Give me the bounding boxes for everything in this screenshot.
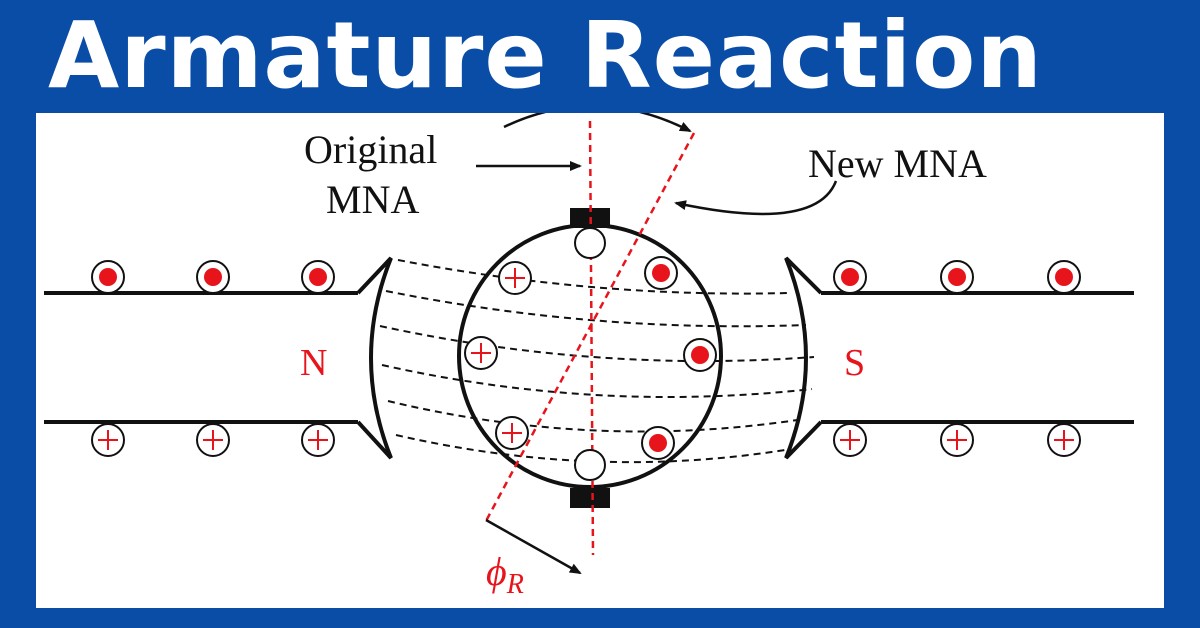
south-pole	[784, 256, 1134, 460]
diagram-panel: Original MNA New MNA N S ϕR	[36, 113, 1164, 608]
conductor-cross	[940, 423, 974, 457]
original-mna-line	[588, 120, 595, 556]
conductor-cross	[464, 336, 498, 370]
new-mna-label: New MNA	[808, 141, 987, 186]
north-pole	[44, 256, 393, 460]
conductor-cross	[91, 423, 125, 457]
conductor-cross	[495, 416, 529, 450]
conductor-empty-top	[574, 227, 606, 259]
new-mna-line	[484, 132, 696, 522]
conductor-dot	[644, 256, 678, 290]
conductor-cross	[196, 423, 230, 457]
conductor-cross	[833, 423, 867, 457]
conductor-dot	[833, 260, 867, 294]
conductor-dot	[196, 260, 230, 294]
phi-arrow	[485, 518, 582, 575]
south-pole-label: S	[844, 342, 865, 384]
conductor-dot	[641, 426, 675, 460]
armature-circle	[457, 223, 723, 489]
rotation-arrow	[503, 113, 692, 133]
conductor-cross	[301, 423, 335, 457]
conductor-dot	[940, 260, 974, 294]
conductor-dot	[301, 260, 335, 294]
north-pole-label: N	[300, 342, 327, 384]
armature-reaction-diagram: Original MNA New MNA N S ϕR	[44, 113, 1134, 600]
original-mna-label-line2: MNA	[326, 177, 419, 222]
page-title: Armature Reaction	[48, 2, 1043, 109]
conductors-cross	[91, 261, 1081, 457]
conductor-dot	[683, 338, 717, 372]
brush-bottom	[570, 488, 610, 508]
conductor-cross	[1047, 423, 1081, 457]
conductor-empty-bottom	[574, 449, 606, 481]
original-mna-label-line1: Original	[304, 127, 437, 172]
conductor-dot	[91, 260, 125, 294]
phi-label: ϕR	[486, 549, 524, 600]
conductor-dot	[1047, 260, 1081, 294]
flux-lines	[379, 259, 815, 464]
conductor-cross	[498, 261, 532, 295]
new-mna-arrow	[674, 180, 838, 216]
conductors-dot	[91, 256, 1081, 460]
